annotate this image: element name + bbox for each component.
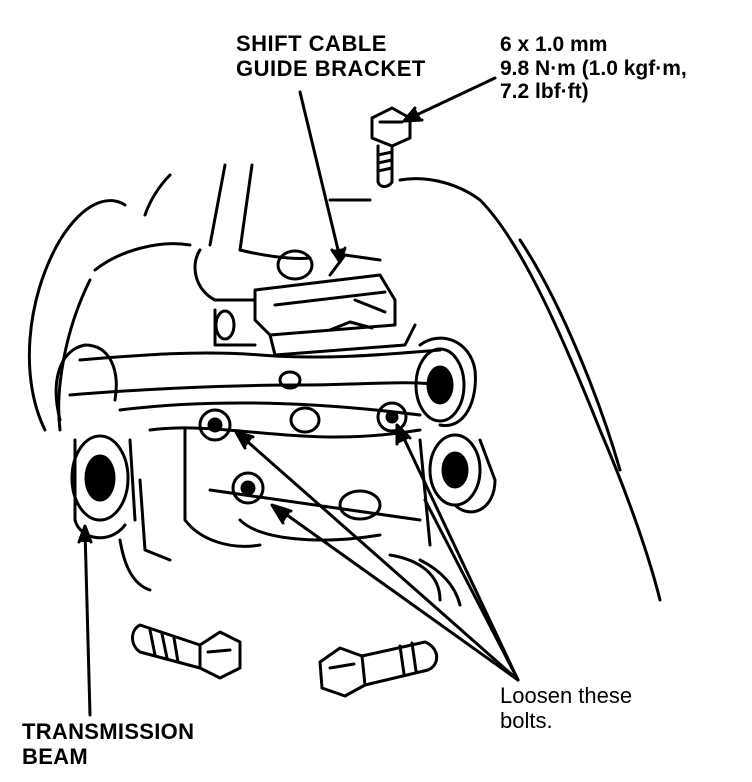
right-bolt [318,640,439,698]
transmission-beam [54,336,497,540]
bracket-label-line1: SHIFT CABLE [236,31,387,56]
torque-spec-line1: 6 x 1.0 mm [500,33,608,56]
bracket-label-line2: GUIDE BRACKET [236,55,426,81]
shift-cable-guide-bracket [213,249,417,357]
shift-cable-guide-bracket-label: SHIFT CABLE GUIDE BRACKET [236,31,426,81]
beam-bolts [198,401,408,505]
beam-label-line2: BEAM [22,743,88,769]
left-bolt [131,623,242,680]
leader-lines [77,76,520,717]
loosen-label-line1: Loosen these [500,683,633,708]
loosen-label-line2: bolts. [500,707,553,733]
torque-spec-line3: 7.2 lbf·ft) [500,80,589,104]
torque-spec-label: 6 x 1.0 mm 9.8 N·m (1.0 kgf·m, 7.2 lbf·f… [500,33,687,104]
shift-cable [193,163,312,302]
transmission-beam-label: TRANSMISSION BEAM [22,719,195,769]
bracket-bolt [370,106,412,188]
loosen-bolts-label: Loosen these bolts. [500,683,633,733]
transmission-housing [138,370,442,602]
beam-label-line1: TRANSMISSION [22,719,195,744]
torque-spec-line2: 9.8 N·m (1.0 kgf·m, [500,56,687,80]
